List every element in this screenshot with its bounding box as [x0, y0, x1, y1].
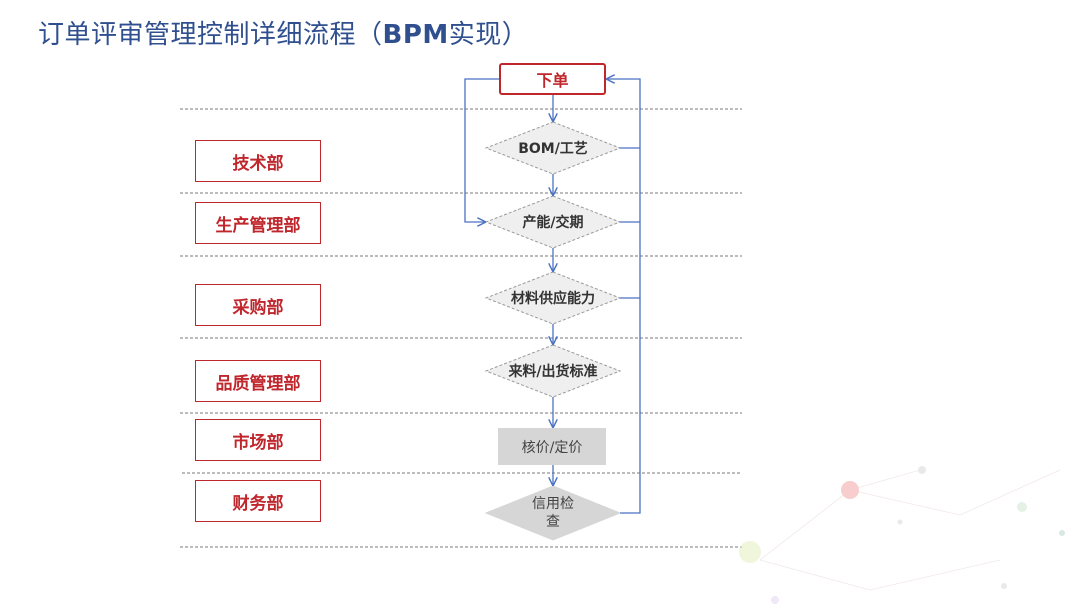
step-standard-label: 来料/出货标准: [508, 364, 598, 380]
start-node: 下单: [499, 63, 606, 95]
return-credit: [620, 298, 641, 514]
decor-dot: [771, 596, 779, 604]
step-capacity-label: 产能/交期: [522, 215, 584, 231]
decor-dot: [897, 519, 903, 525]
step-material-label: 材料供应能力: [511, 291, 595, 307]
decor-dot: [841, 481, 859, 499]
diamond-capacity: [484, 195, 622, 249]
decor-dot: [1059, 530, 1065, 536]
dept-finance: 财务部: [195, 480, 321, 522]
decor-dot: [739, 541, 761, 563]
lane-dividers: [180, 108, 742, 548]
step-credit-label: 信用检 查: [486, 490, 620, 536]
dept-technical: 技术部: [195, 140, 321, 182]
page-title: 订单评审管理控制详细流程（BPM实现）: [38, 14, 528, 51]
step-credit-line2: 查: [546, 514, 560, 530]
dept-purchasing: 采购部: [195, 284, 321, 326]
step-pricing: 核价/定价: [498, 428, 606, 465]
step-bom-label: BOM/工艺: [518, 141, 588, 157]
diamond-credit: [484, 485, 622, 541]
decorative-network: [739, 466, 1065, 604]
diamond-bom: [484, 121, 622, 175]
dept-quality: 品质管理部: [195, 360, 321, 402]
loop-left: [464, 78, 499, 222]
title-latin: BPM: [382, 20, 449, 50]
dept-production: 生产管理部: [195, 202, 321, 244]
diamond-material: [484, 271, 622, 325]
title-cn-pre: 订单评审管理控制详细流程（: [38, 20, 383, 50]
decor-dot: [1017, 502, 1027, 512]
decor-dot: [918, 466, 926, 474]
diamond-standard: [484, 344, 622, 398]
return-material: [607, 79, 641, 299]
dept-marketing: 市场部: [195, 419, 321, 461]
title-cn-post: 实现）: [448, 20, 529, 50]
decor-dot: [1001, 583, 1007, 589]
step-credit-line1: 信用检: [532, 496, 574, 512]
